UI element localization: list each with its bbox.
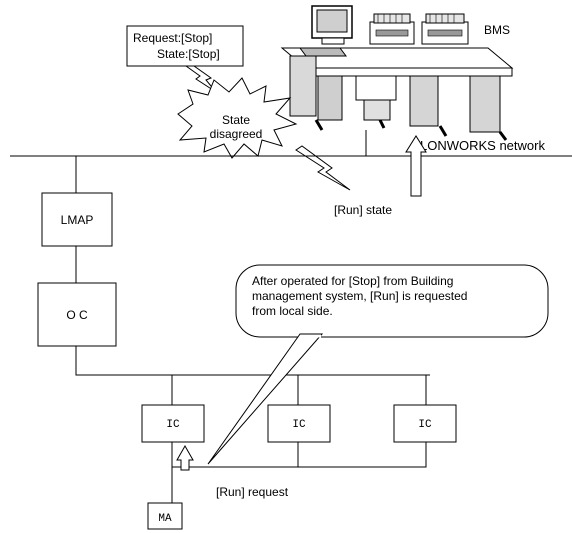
ic-box-3	[393, 404, 457, 443]
callout-request-text: Request:[Stop]	[133, 31, 212, 45]
ma-label: MA	[158, 513, 172, 525]
bms-label: BMS	[484, 23, 510, 37]
local-request-callout	[207, 264, 549, 465]
burst-line-1: State	[222, 113, 250, 127]
callout-bottom-line-2: management system, [Run] is requested	[252, 289, 467, 303]
ic-bottom-bus	[171, 442, 427, 468]
ma-box	[147, 502, 183, 530]
request-state-callout	[126, 25, 244, 67]
burst-line-2: disagreed	[210, 127, 263, 141]
oc-label: O C	[66, 308, 88, 322]
callout-lightning-connector	[184, 65, 217, 93]
run-state-label: [Run] state	[334, 203, 392, 217]
run-request-up-arrow	[176, 444, 194, 471]
run-request-label: [Run] request	[216, 485, 289, 499]
ic-label-1: IC	[166, 419, 180, 431]
callout-bottom-line-1: After operated for [Stop] from Building	[252, 274, 453, 288]
state-disagreed-burst	[177, 77, 298, 159]
ic-label-2: IC	[292, 419, 306, 431]
ic-box-1	[141, 404, 205, 443]
lmap-box	[41, 192, 113, 247]
ic-label-3: IC	[418, 419, 432, 431]
callout-bottom-line-3: from local side.	[252, 304, 333, 318]
network-label: LONWORKS network	[420, 138, 545, 153]
run-state-lightning	[295, 145, 351, 191]
oc-box	[37, 282, 117, 347]
network-up-arrow	[405, 135, 427, 197]
callout-state-text: State:[Stop]	[157, 47, 220, 61]
lmap-label: LMAP	[61, 213, 94, 227]
oc-ic-bus	[75, 346, 430, 376]
bms-workstation-illustration	[280, 5, 514, 141]
ic-box-2	[267, 404, 331, 443]
